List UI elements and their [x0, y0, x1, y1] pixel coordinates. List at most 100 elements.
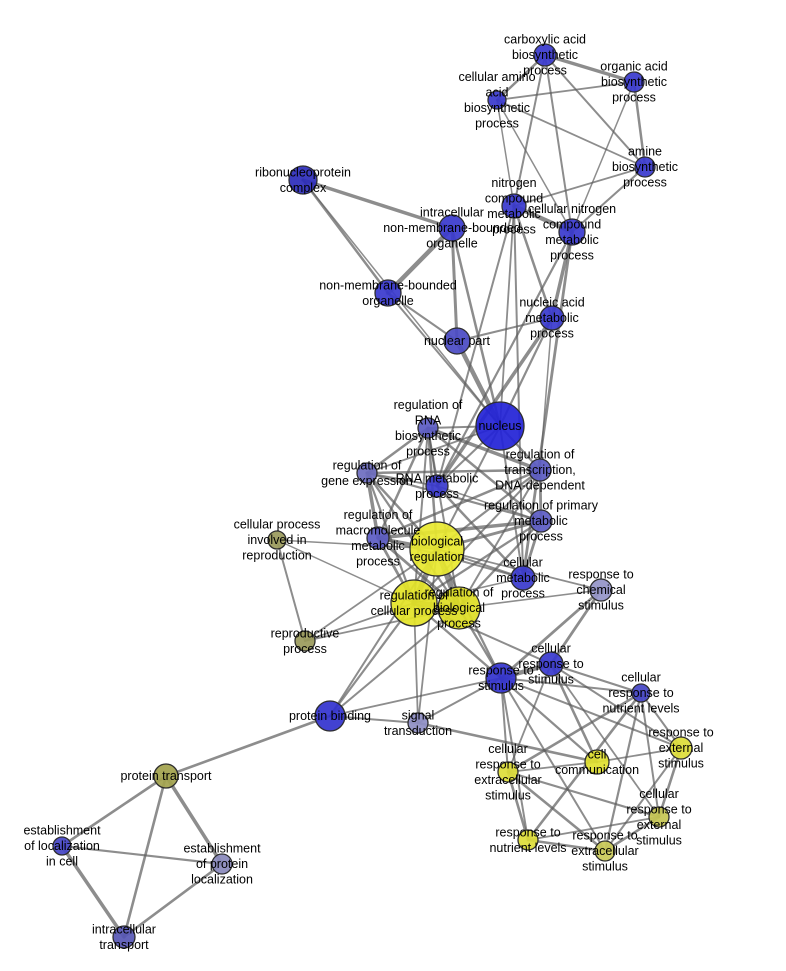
edge-respstim-respchem — [499, 588, 603, 680]
edge-cellrespnut-respnut — [526, 691, 643, 842]
node-respstim[interactable] — [485, 662, 517, 694]
edge-reggene-rnamet — [366, 472, 438, 487]
edge-nitro-nucacid — [512, 204, 554, 320]
edge-regrna-regtrans — [426, 426, 542, 472]
node-bioreg[interactable] — [409, 521, 465, 577]
edge-nitro-rnamet — [436, 205, 515, 487]
node-estloc[interactable] — [52, 836, 72, 856]
node-protbind[interactable] — [314, 700, 346, 732]
node-cellrespextra[interactable] — [497, 761, 519, 783]
node-estprot[interactable] — [211, 853, 233, 875]
edge-cellrespstim-respchem — [549, 588, 603, 666]
edge-cellrespnut-cellrespext — [640, 692, 660, 818]
node-regtrans[interactable] — [528, 458, 552, 482]
edge-cellrepro-regcell — [276, 539, 415, 604]
node-cellmet[interactable] — [510, 565, 536, 591]
node-regbio[interactable] — [437, 586, 481, 630]
edge-orgacid-amino — [496, 81, 635, 101]
node-nucleus[interactable] — [475, 401, 525, 451]
node-prottrans[interactable] — [153, 763, 179, 789]
edge-nucpart-nucacid — [456, 317, 553, 342]
edge-respstim-cellcomm — [499, 676, 599, 764]
node-nucacid[interactable] — [539, 305, 565, 331]
node-regmacro[interactable] — [366, 526, 390, 550]
edge-respstim-cellrespnut — [500, 677, 642, 694]
node-repro[interactable] — [294, 630, 316, 652]
edge-nmborg-nucpart — [387, 292, 458, 342]
edge-carb-amine — [544, 54, 646, 168]
node-rnamet[interactable] — [425, 474, 449, 498]
node-nmborg[interactable] — [374, 279, 402, 307]
node-cellrespstim[interactable] — [538, 651, 564, 677]
node-amino[interactable] — [487, 90, 507, 110]
node-regrna[interactable] — [417, 417, 439, 439]
edge-carb-cellnitro — [544, 54, 573, 233]
node-intratrans[interactable] — [112, 925, 136, 949]
edge-carb-orgacid — [543, 53, 636, 84]
node-cellrepro[interactable] — [267, 530, 287, 550]
node-label-prottrans: protein transport — [120, 769, 212, 783]
edge-protbind-respstim — [329, 677, 502, 717]
edge-cellrespstim-cellrespnut — [549, 662, 643, 695]
edge-cellrespstim-respext — [550, 663, 682, 749]
node-nitro[interactable] — [501, 193, 527, 219]
edge-amino-cellnitro — [496, 99, 573, 233]
edge-rnamet-regprim — [436, 485, 542, 522]
node-amine[interactable] — [634, 156, 656, 178]
edge-respstim-respextra — [500, 677, 606, 852]
node-regcell[interactable] — [390, 579, 438, 627]
node-cellcomm[interactable] — [584, 749, 610, 775]
node-label-protbind: protein binding — [289, 709, 371, 723]
node-carb[interactable] — [533, 43, 557, 67]
node-reggene[interactable] — [356, 462, 378, 484]
node-cellnitro[interactable] — [558, 218, 586, 246]
node-respextra[interactable] — [594, 840, 616, 862]
edge-respext-cellcomm — [596, 747, 682, 763]
node-respnut[interactable] — [517, 829, 539, 851]
edge-sigtrans-bioreg — [417, 548, 438, 724]
node-regprim[interactable] — [529, 509, 553, 533]
node-sigtrans[interactable] — [407, 712, 429, 734]
edge-estloc-estprot — [60, 844, 224, 866]
node-ribo[interactable] — [288, 165, 318, 195]
node-respext[interactable] — [669, 736, 693, 760]
node-cellrespnut[interactable] — [631, 683, 651, 703]
node-orgacid[interactable] — [623, 71, 645, 93]
node-respchem[interactable] — [589, 578, 613, 602]
node-cellrespext[interactable] — [648, 806, 670, 828]
node-label-nucleus: nucleus — [478, 419, 521, 433]
edge-respstim-cellrespextra — [500, 677, 509, 773]
edge-regtrans-regcell — [413, 469, 541, 604]
node-nucpart[interactable] — [443, 327, 471, 355]
edge-reggene-regprim — [365, 471, 543, 523]
edge-respstim-respnut — [500, 677, 529, 841]
edge-cellrespstim-cellcomm — [549, 662, 599, 764]
edge-amine-cellnitro — [571, 166, 646, 233]
node-intranmb[interactable] — [438, 214, 466, 242]
edge-prottrans-intratrans — [122, 774, 168, 939]
